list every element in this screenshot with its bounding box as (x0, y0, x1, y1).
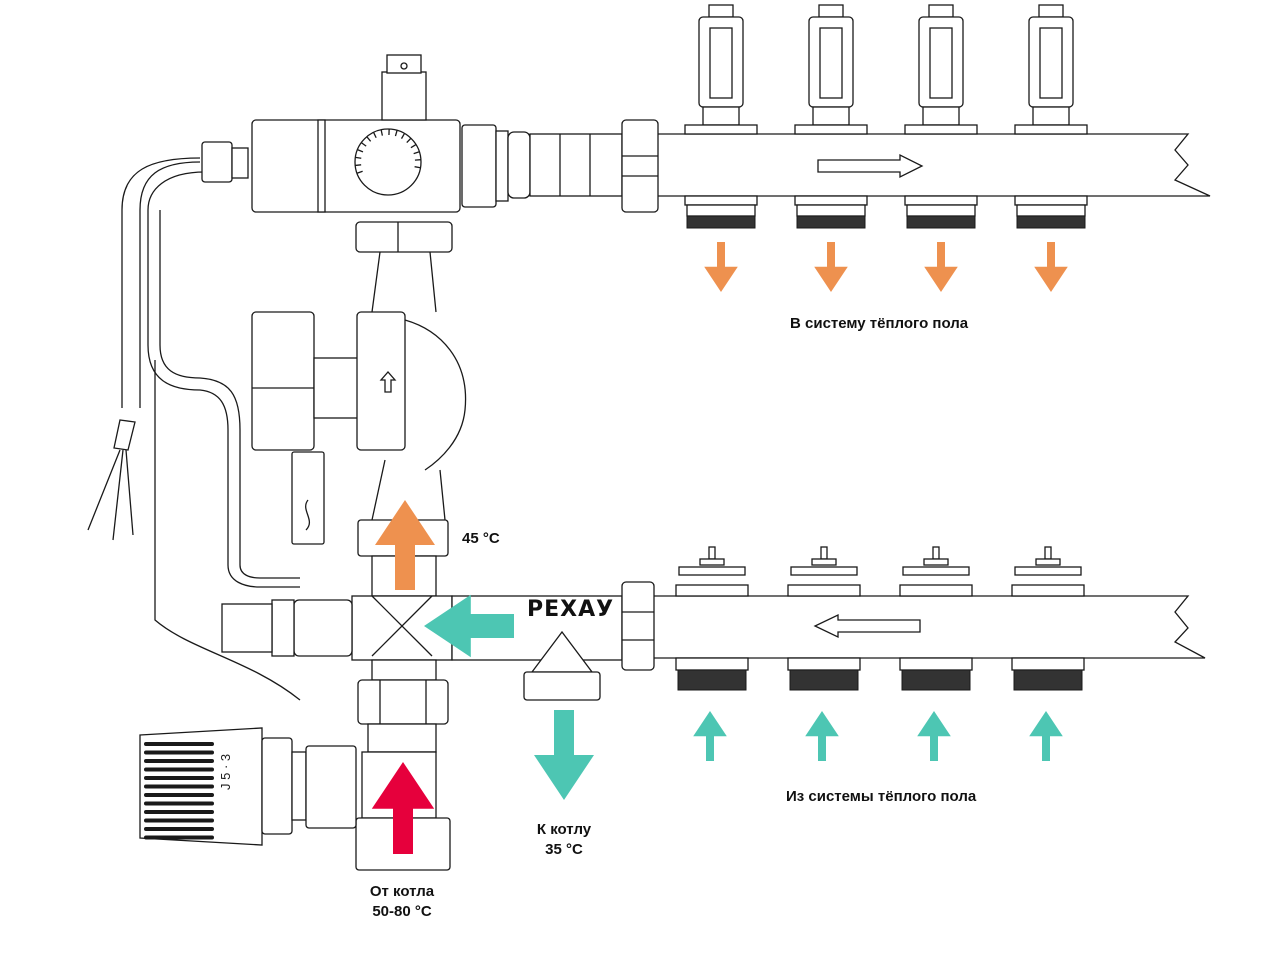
label-to-boiler-temp: 35 °C (545, 841, 583, 858)
valve-tab (708, 4, 734, 18)
knurl-rib (144, 776, 214, 780)
knurl-rib (144, 742, 214, 746)
inlet-thread (1013, 669, 1083, 691)
knurl-rib (144, 835, 214, 840)
valve-tab (1038, 4, 1064, 18)
dial-tick (360, 142, 367, 147)
flow-meter-window (709, 27, 733, 99)
temperature-dial (354, 128, 422, 196)
dial-tick (355, 156, 362, 159)
knurl-rib (144, 759, 214, 763)
circulation-pump (251, 251, 467, 545)
label-from-boiler-temp: 50-80 °C (372, 903, 432, 920)
knurl-rib (144, 793, 214, 797)
flow-arrows (371, 242, 1068, 854)
knurl-rib (144, 750, 214, 755)
return-manifold (654, 546, 1206, 691)
valve-tab (928, 4, 954, 18)
knurl-rib (144, 767, 214, 772)
dial-tick (394, 130, 398, 137)
outlet-thread (906, 215, 976, 229)
return-inlet-arrow (917, 711, 951, 761)
inlet-thread (789, 669, 859, 691)
valve-tab (818, 4, 844, 18)
supply-outlet (684, 4, 758, 229)
brand-logo: РЕХАУ (527, 597, 615, 622)
knurl-rib (144, 784, 214, 789)
sensor-cables (87, 157, 301, 701)
return-to-mixer-arrow (424, 594, 514, 658)
dial-tick (406, 137, 412, 144)
pump-housing (356, 311, 406, 451)
supply-outlet (794, 4, 868, 229)
valve-spindle (708, 546, 716, 560)
flow-meter-window (929, 27, 953, 99)
dial-tick (356, 170, 363, 174)
label-mixed-temp: 45 °C (462, 530, 500, 547)
label-from-floor: Из системы тёплого пола (786, 788, 977, 805)
dial-tick (366, 136, 372, 142)
valve-spindle (932, 546, 940, 560)
supply-outlet-arrow (924, 242, 958, 292)
outlet-thread (796, 215, 866, 229)
union-nut-bottom (621, 581, 655, 671)
pump-connector (291, 451, 325, 545)
thermostat-scale: J 5 · 3 (218, 754, 233, 790)
boiler-supply-arrow (371, 762, 435, 854)
label-to-boiler-title: К котлу (536, 821, 592, 838)
return-inlet-arrow (693, 711, 727, 761)
union-nut-top (621, 119, 659, 213)
return-flow-arrow-icon (813, 613, 921, 639)
dial-tick (372, 132, 377, 139)
mixing-valve (201, 54, 659, 253)
inlet-thread (677, 669, 747, 691)
dial-tick (410, 143, 417, 149)
valve-spindle (820, 546, 828, 560)
dial-tick (357, 149, 364, 153)
return-inlet (675, 546, 749, 691)
return-inlet (787, 546, 861, 691)
label-to-floor: В систему тёплого пола (790, 315, 969, 332)
label-from-boiler-title: От котла (369, 883, 435, 900)
flow-meter-window (1039, 27, 1063, 99)
knurl-rib (144, 818, 214, 823)
thermostatic-head: J 5 · 3 (139, 727, 357, 846)
label-to-boiler: К котлу 35 °C (522, 820, 606, 860)
return-inlet (899, 546, 973, 691)
outlet-thread (686, 215, 756, 229)
supply-outlet-arrow (814, 242, 848, 292)
dial-tick (413, 151, 420, 155)
label-from-boiler: От котла 50-80 °C (352, 882, 452, 922)
supply-outlet (904, 4, 978, 229)
dial-ticks (355, 128, 421, 174)
supply-manifold (658, 4, 1211, 229)
supply-outlet-arrow (1034, 242, 1068, 292)
inlet-thread (901, 669, 971, 691)
sensor-probe-housing (113, 419, 136, 451)
outlet-thread (1016, 215, 1086, 229)
return-inlet (1011, 546, 1085, 691)
knurl-rib (144, 827, 214, 831)
pump-motor (251, 311, 315, 451)
pump-flow-arrow-icon (379, 371, 397, 393)
valve-cap (386, 54, 422, 74)
dial-tick (355, 164, 362, 167)
dial-tick (414, 166, 421, 169)
flow-meter-window (819, 27, 843, 99)
supply-flow-arrow-icon (817, 153, 924, 179)
knurl-rib (144, 801, 214, 806)
knurl-rib (144, 810, 214, 814)
dial-tick (400, 133, 406, 139)
valve-spindle (1044, 546, 1052, 560)
supply-outlet-arrow (704, 242, 738, 292)
boiler-return-arrow (534, 710, 594, 800)
return-inlet-arrow (1029, 711, 1063, 761)
supply-outlet (1014, 4, 1088, 229)
return-inlet-arrow (805, 711, 839, 761)
dial-tick (380, 129, 384, 136)
boiler-return-port (523, 671, 601, 701)
mixed-supply-arrow (375, 500, 435, 590)
